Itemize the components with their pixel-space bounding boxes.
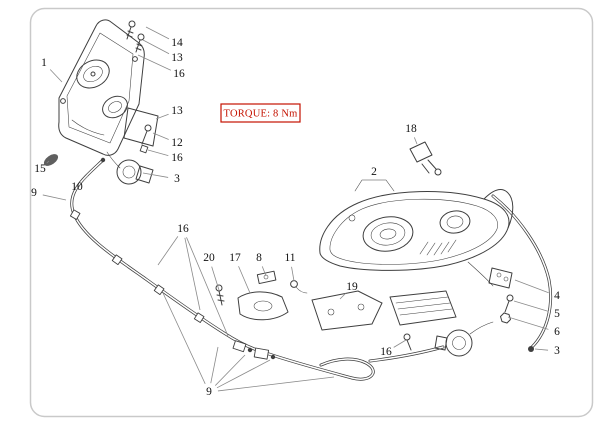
callout-labels: 1 14 13 16 13 12 16 3 15 9 10 2 18 4 5 6 3 16 20 17 8 11 19 16 9 <box>31 37 560 398</box>
clip-item-11 <box>290 280 308 294</box>
callout-13: 13 <box>171 52 183 64</box>
leader-line-20 <box>211 266 220 291</box>
leader-line-9 <box>42 194 67 201</box>
callout-9: 9 <box>206 386 212 398</box>
plate-item-8 <box>256 270 277 285</box>
torque-note-text: TORQUE: 8 Nm <box>224 109 298 120</box>
callout-16: 16 <box>171 152 183 164</box>
callout-11: 11 <box>284 252 295 264</box>
callout-8: 8 <box>256 252 262 264</box>
torque-note-box <box>220 103 301 123</box>
callout-16: 16 <box>173 68 185 80</box>
torque-note: TORQUE: 8 Nm <box>220 103 301 123</box>
callout-16: 16 <box>380 346 392 358</box>
callout-16: 16 <box>177 223 189 235</box>
leader-line-9 <box>210 346 219 384</box>
callout-14: 14 <box>171 37 183 49</box>
callout-20: 20 <box>203 252 215 264</box>
leader-line-14 <box>145 26 170 40</box>
leader-line-16 <box>184 237 201 311</box>
leader-line-3 <box>534 348 549 351</box>
screw-item-20 <box>215 284 225 306</box>
leader-line-18 <box>413 137 418 145</box>
leader-line-3 <box>142 172 169 178</box>
leader-line-19 <box>339 293 346 300</box>
leader-line-5 <box>513 300 549 312</box>
screw-item-16-bottom <box>403 333 412 351</box>
assembly-bracket-2 <box>354 179 395 192</box>
harness-cable-right <box>491 194 553 352</box>
leader-line-16 <box>137 54 172 71</box>
leader-line-8 <box>261 266 267 277</box>
cap-item-15 <box>43 154 59 166</box>
leader-line-17 <box>238 266 251 294</box>
right-headlamp <box>319 189 514 287</box>
callout-4: 4 <box>554 290 560 302</box>
leader-line-16 <box>147 149 169 156</box>
leader-line-9 <box>162 292 206 385</box>
callout-10: 10 <box>71 181 83 193</box>
leader-line-4 <box>514 279 549 294</box>
connector-junction <box>232 340 276 360</box>
leader-line-10 <box>83 175 89 181</box>
callout-15: 15 <box>34 163 46 175</box>
callout-9: 9 <box>31 187 37 199</box>
control-module <box>389 290 457 326</box>
figure-border <box>29 7 594 418</box>
leader-line-9 <box>216 359 271 389</box>
leader-line-9 <box>217 376 335 392</box>
bracket-item-19 <box>311 290 383 331</box>
callout-3: 3 <box>174 173 180 185</box>
callout-17: 17 <box>229 252 241 264</box>
leader-line-11 <box>291 266 295 282</box>
leveling-motor-right <box>434 321 494 357</box>
callout-1: 1 <box>41 57 47 69</box>
screw-items-top <box>126 20 145 53</box>
left-headlamp-assembly <box>58 19 145 156</box>
leader-line-16 <box>157 236 179 266</box>
leader-line-12 <box>152 132 169 140</box>
callout-2: 2 <box>371 166 377 178</box>
callout-18: 18 <box>405 123 417 135</box>
nut-item-6 <box>500 312 511 324</box>
cable-clips <box>69 157 205 323</box>
adjuster-bracket <box>123 107 159 154</box>
screw-item-5 <box>504 294 514 313</box>
callout-3: 3 <box>554 345 560 357</box>
callout-12: 12 <box>171 137 183 149</box>
harness-cable-bottom <box>261 350 375 381</box>
bracket-item-17 <box>237 291 289 321</box>
bulb-item-18 <box>409 141 442 176</box>
leader-line-13 <box>155 113 169 120</box>
callout-5: 5 <box>554 308 560 320</box>
leader-lines <box>42 26 549 392</box>
callout-13: 13 <box>171 105 183 117</box>
leader-line-1 <box>49 69 63 83</box>
callout-19: 19 <box>346 281 358 293</box>
leader-line-15 <box>46 160 50 164</box>
leader-line-16 <box>186 237 229 337</box>
leader-line-6 <box>507 316 549 330</box>
bracket-item-4 <box>488 267 513 289</box>
callout-6: 6 <box>554 326 560 338</box>
leader-line-9 <box>214 354 246 386</box>
leader-line-16 <box>393 339 407 348</box>
leveling-motor-left <box>106 151 154 185</box>
leader-line-13 <box>142 39 170 55</box>
